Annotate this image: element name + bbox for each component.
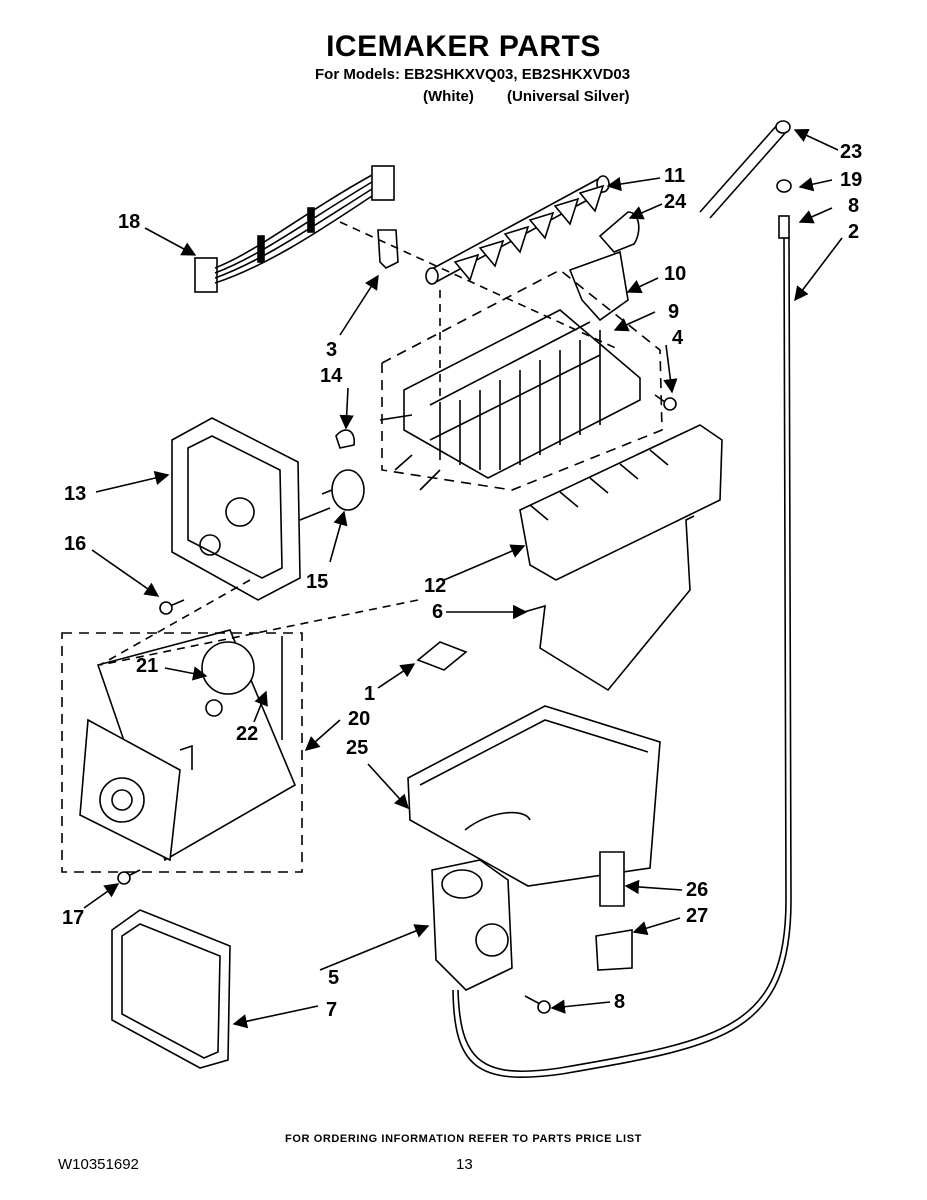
motor-subassembly-group (61, 629, 303, 873)
variant-white-label: (White) (423, 88, 474, 105)
callout-24: 24 (664, 191, 687, 213)
callout-11: 11 (664, 165, 685, 187)
callout-15: 15 (306, 571, 328, 593)
callout-21: 21 (136, 655, 158, 677)
callout-12: 12 (424, 575, 446, 597)
callout-7: 7 (326, 999, 337, 1021)
callout-19: 19 (840, 169, 862, 191)
thermostat-part (321, 469, 365, 511)
callout-3: 3 (326, 339, 337, 361)
callout-6: 6 (432, 601, 443, 623)
callout-27: 27 (686, 905, 708, 927)
ice-bin-part (407, 705, 661, 887)
screw-part-16 (159, 599, 185, 615)
callout-26: 26 (686, 879, 708, 901)
callout-8-upper: 8 (848, 195, 859, 217)
screw-part-4 (654, 394, 677, 411)
wire-harness-part (194, 165, 395, 293)
callout-5: 5 (328, 967, 339, 989)
shutoff-arm-part (523, 515, 695, 692)
cover-bracket-part (568, 250, 629, 322)
foam-pad-part (416, 641, 468, 671)
mold-assembly-group (379, 269, 663, 491)
callout-4: 4 (672, 327, 684, 349)
module-housing-part (171, 417, 331, 601)
callout-20: 20 (348, 708, 370, 730)
models-line: For Models: EB2SHKXVQ03, EB2SHKXVD03 (315, 66, 631, 83)
spring-clip-part (335, 429, 355, 449)
page-number: 13 (456, 1156, 473, 1173)
callout-9: 9 (668, 301, 679, 323)
water-valve-part (431, 859, 513, 991)
callout-17: 17 (62, 907, 84, 929)
document-number: W10351692 (58, 1156, 139, 1173)
callout-8-lower: 8 (614, 991, 625, 1013)
callout-14: 14 (320, 365, 343, 387)
clamp-part-27 (595, 929, 633, 971)
callout-25: 25 (346, 737, 368, 759)
screw-part-17 (117, 869, 141, 885)
callout-1: 1 (364, 683, 375, 705)
callout-10: 10 (664, 263, 686, 285)
callout-23: 23 (840, 141, 862, 163)
callout-13: 13 (64, 483, 86, 505)
ejector-shaft-part (425, 175, 610, 285)
variant-silver-label: (Universal Silver) (507, 88, 630, 105)
fill-tube-part (452, 120, 792, 1078)
cam-part (598, 211, 640, 253)
callout-2: 2 (848, 221, 859, 243)
cover-part-26 (599, 851, 625, 907)
page-title: ICEMAKER PARTS (326, 30, 601, 63)
callout-22: 22 (236, 723, 258, 745)
ordering-note: FOR ORDERING INFORMATION REFER TO PARTS … (285, 1133, 642, 1145)
clip-part (377, 229, 399, 269)
ice-stripper-part (519, 424, 723, 581)
callout-18: 18 (118, 211, 140, 233)
front-cover-part (111, 909, 231, 1069)
callout-16: 16 (64, 533, 86, 555)
screw-part-8 (524, 995, 551, 1014)
